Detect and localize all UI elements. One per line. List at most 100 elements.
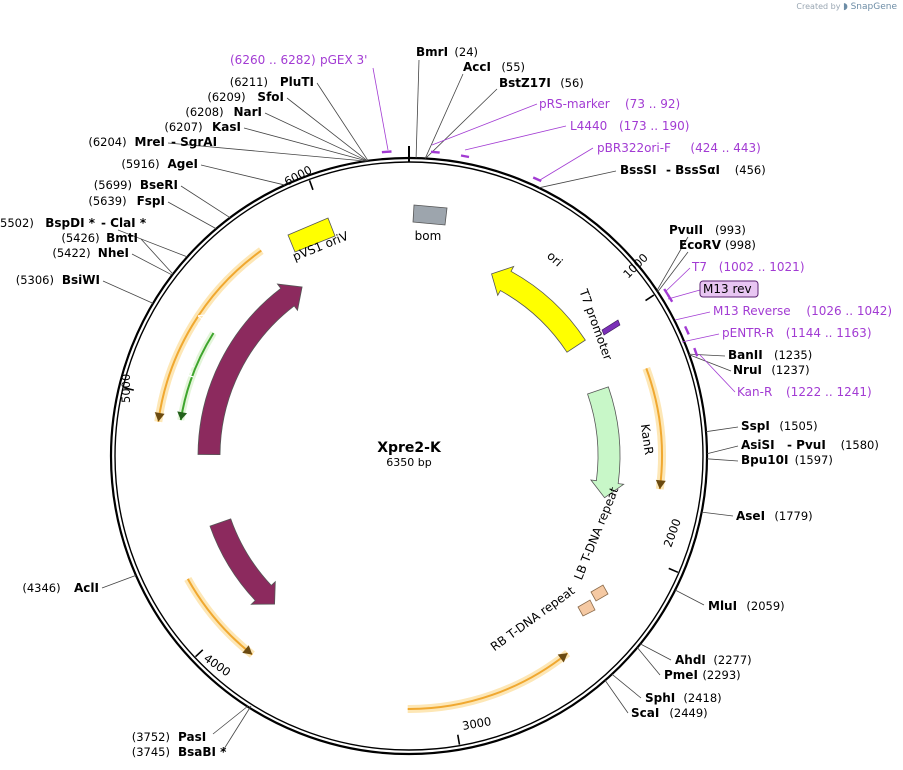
primer-label[interactable]: pRS-marker(73 .. 92)	[539, 97, 680, 111]
enzyme-label[interactable]: AsiSI- PvuI(1580)	[741, 438, 879, 452]
enzyme-name: BspDI *	[45, 216, 95, 230]
enzyme-label[interactable]: BmtI(5426)	[61, 231, 138, 245]
feature-label: bom	[415, 229, 442, 243]
primer-mark	[684, 325, 690, 335]
enzyme-label[interactable]: PvuII(993)	[669, 223, 746, 237]
enzyme-label[interactable]: AclI(4346)	[22, 581, 99, 595]
enzyme-label[interactable]: PmeI (2293)	[664, 668, 741, 682]
primer-label[interactable]: (6260 .. 6282)pGEX 3'	[230, 53, 367, 67]
primer-leader	[539, 147, 594, 181]
enzyme-label[interactable]: NheI(5422)	[52, 246, 129, 260]
enzyme-label[interactable]: BanII(1235)	[728, 348, 812, 362]
feature-ori[interactable]	[491, 265, 586, 353]
primer-name: pRS-marker	[539, 97, 610, 111]
feature-kanr[interactable]	[587, 386, 625, 499]
enzyme-position: (6208)	[185, 105, 223, 119]
primer-label[interactable]: L4440(173 .. 190)	[570, 119, 689, 133]
leader-line	[706, 458, 739, 462]
feature-rb-t-dna-repeat[interactable]	[577, 599, 596, 617]
feature-pvs1-oriv[interactable]	[287, 217, 336, 253]
primer-label[interactable]: M13 Reverse(1026 .. 1042)	[713, 304, 892, 318]
enzyme-name: ScaI	[631, 706, 659, 720]
enzyme-name: PvuII	[669, 223, 703, 237]
enzyme-name: NarI	[233, 105, 262, 119]
enzyme-name: AccI	[463, 60, 491, 74]
enzyme-label[interactable]: AseI(1779)	[736, 509, 813, 523]
primer-name: pBR322ori-F	[597, 141, 671, 155]
orf-arrowhead	[655, 479, 666, 490]
primer-label[interactable]: T7(1002 .. 1021)	[691, 260, 805, 274]
enzyme-label[interactable]: AccI(55)	[463, 60, 525, 74]
primer-mark	[693, 347, 699, 357]
feature-t7-promoter[interactable]	[601, 319, 621, 336]
enzyme-label[interactable]: BsiWI(5306)	[16, 273, 100, 287]
primer-leader	[699, 354, 736, 393]
enzyme-position: (2293)	[702, 668, 740, 682]
enzyme-label[interactable]: MreI(6204)- SgrAI	[88, 135, 217, 149]
enzyme-name: SspI	[741, 419, 770, 433]
enzyme-label[interactable]: SphI(2418)	[645, 691, 722, 705]
primer-leader	[372, 67, 389, 151]
enzyme-position: (2418)	[683, 691, 721, 705]
leader-line	[180, 185, 231, 219]
enzyme-label[interactable]: BseRI(5699)	[94, 178, 178, 192]
enzyme-label[interactable]: (3752)PasI	[132, 730, 206, 744]
feature-pvs1-staa[interactable]	[209, 518, 276, 605]
enzyme-position: (1580)	[841, 438, 879, 452]
primer-label[interactable]: Kan-R(1222 .. 1241)	[737, 385, 872, 399]
enzyme-position: (3752)	[132, 730, 170, 744]
enzyme-label[interactable]: AhdI(2277)	[675, 653, 752, 667]
primer-label[interactable]: pBR322ori-F(424 .. 443)	[597, 141, 761, 155]
enzyme-label[interactable]: MluI(2059)	[708, 599, 785, 613]
enzyme-position: (2449)	[669, 706, 707, 720]
feature-pvs1-repa[interactable]	[197, 283, 303, 455]
enzyme-label[interactable]: EcoRV(998)	[679, 238, 756, 252]
orf-band	[407, 649, 571, 714]
enzyme-position: (5699)	[94, 178, 132, 192]
enzyme-name: MluI	[708, 599, 737, 613]
enzyme-name: PluTI	[280, 75, 314, 89]
primer-leader	[431, 103, 538, 146]
leader-line	[167, 201, 217, 230]
primer-mark	[667, 294, 674, 303]
enzyme-label[interactable]: BssSI- BssSαI(456)	[620, 163, 766, 177]
enzyme-position: (6207)	[164, 120, 202, 134]
feature-lb-t-dna-repeat[interactable]	[590, 584, 609, 602]
enzyme-label[interactable]: NarI (6208)	[185, 105, 262, 119]
enzyme-label[interactable]: FspI(5639)	[88, 194, 165, 208]
primer-mark	[381, 150, 392, 154]
primer-leader	[681, 333, 720, 343]
feature-bom[interactable]	[412, 204, 448, 226]
enzyme-label[interactable]: SfoI(6209)	[207, 90, 284, 104]
enzyme-position: (1235)	[774, 348, 812, 362]
leader-line	[424, 73, 464, 159]
enzyme-position: (5916)	[121, 157, 159, 171]
enzyme-label[interactable]: BmrI(24)	[416, 45, 478, 59]
enzyme-label[interactable]: AgeI(5916)	[121, 157, 198, 171]
enzyme-name: AseI	[736, 509, 765, 523]
primer-range: (1144 .. 1163)	[786, 326, 872, 340]
enzyme-label[interactable]: BspDI *(5502)- ClaI *	[0, 216, 147, 230]
enzyme-name: MreI	[135, 135, 165, 149]
enzyme-position: (6211)	[230, 75, 268, 89]
enzyme-label[interactable]: NruI(1237)	[733, 363, 810, 377]
primer-label[interactable]: M13 rev	[699, 280, 759, 298]
enzyme-label[interactable]: Bpu10I(1597)	[741, 453, 833, 467]
enzyme-name: BsaBI *	[178, 745, 227, 759]
primer-label[interactable]: pENTR-R(1144 .. 1163)	[722, 326, 872, 340]
enzyme-label[interactable]: ScaI (2449)	[631, 706, 708, 720]
enzyme-label[interactable]: BstZ17I(56)	[499, 76, 584, 90]
enzyme-name: PmeI	[664, 668, 698, 682]
enzyme-label[interactable]: KasI(6207)	[164, 120, 241, 134]
leader-line	[264, 112, 368, 162]
tick-mark	[668, 567, 679, 574]
enzyme-label[interactable]: SspI(1505)	[741, 419, 818, 433]
leader-line	[701, 511, 734, 517]
enzyme-label[interactable]: (3745)BsaBI *	[132, 745, 227, 759]
enzyme-name: AclI	[74, 581, 99, 595]
enzyme-label[interactable]: PluTI (6211)	[230, 75, 314, 89]
orf-arrowhead	[557, 653, 568, 663]
enzyme-position: (5639)	[88, 194, 126, 208]
primer-range: (1222 .. 1241)	[786, 385, 872, 399]
